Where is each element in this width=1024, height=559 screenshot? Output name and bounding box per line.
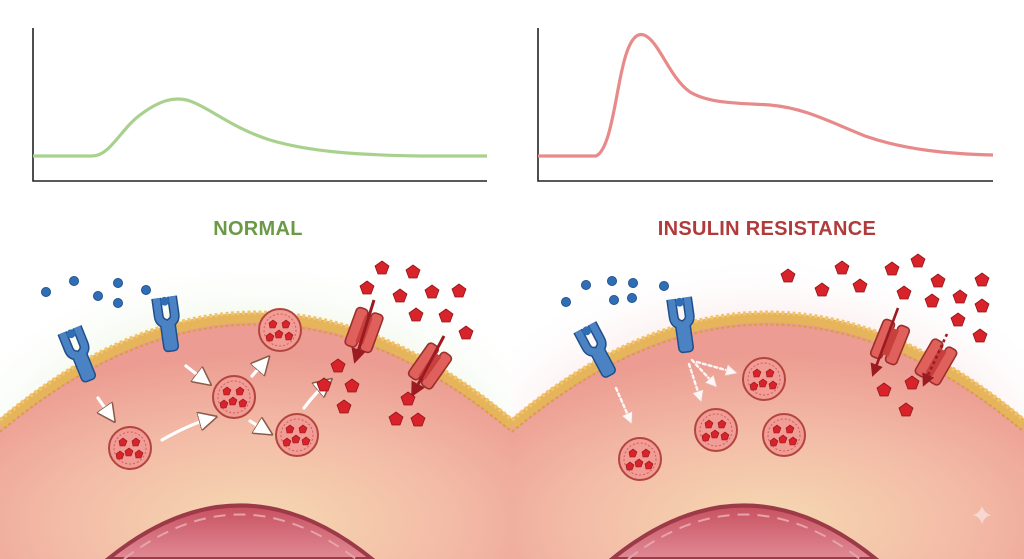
normal-cytoplasm	[0, 317, 512, 559]
transport-arrow	[96, 396, 112, 418]
normal-response-curve	[33, 97, 487, 158]
glut4-vesicle	[618, 437, 662, 481]
insulin-receptor	[156, 296, 179, 348]
insulin-molecule	[93, 290, 103, 302]
insulin-receptor	[671, 297, 694, 349]
insulin-molecule	[609, 294, 619, 306]
insulin-molecule	[113, 277, 123, 289]
glut4-vesicle	[762, 413, 806, 457]
transport-arrow	[870, 307, 900, 377]
insulin-receptor	[62, 327, 96, 380]
transport-arrow	[248, 421, 268, 432]
glut4-vesicle	[694, 408, 738, 452]
transport-arrow	[614, 386, 630, 420]
insulin-resistance-panel-title: INSULIN RESISTANCE	[657, 218, 877, 240]
normal-panel-title: NORMAL	[213, 218, 303, 240]
transport-arrow	[351, 299, 376, 364]
glut4-vesicle	[212, 375, 256, 419]
glut4-vesicle	[108, 426, 152, 470]
transport-arrow	[252, 360, 266, 378]
normal-nucleus	[104, 503, 376, 559]
transport-arrow	[690, 358, 714, 384]
normal-glucose-curve-chart	[32, 28, 487, 182]
sparkle-icon	[973, 506, 991, 524]
insulin-molecule	[41, 286, 51, 298]
transport-arrow	[411, 335, 446, 398]
resistance-response-curve	[538, 32, 994, 158]
resistant-glucose-influx-arrows	[870, 307, 949, 387]
transport-arrow	[922, 333, 949, 387]
normal-insulin-receptors	[62, 296, 179, 380]
resistance-glucose-curve-chart	[537, 28, 994, 182]
right-chart-axes	[537, 28, 993, 182]
insulin-molecule	[628, 277, 638, 289]
resistant-insulin-receptors	[578, 297, 694, 375]
resistant-weak-signal-arrows	[614, 358, 733, 420]
glut4-vesicle	[258, 308, 302, 352]
resistant-membrane-outer	[508, 312, 1024, 429]
normal-cell	[0, 310, 516, 559]
normal-glucose-influx-arrows	[351, 299, 446, 398]
insulin-molecule	[140, 284, 152, 296]
glut4-vesicle	[742, 357, 786, 401]
insulin-receptor	[578, 323, 616, 375]
resistant-membrane-heads	[510, 310, 1024, 422]
insulin-molecule	[561, 296, 571, 308]
transport-arrow	[160, 418, 212, 442]
transport-arrow	[695, 360, 733, 372]
glut4-vesicle	[275, 413, 319, 457]
resistant-membrane-inner	[511, 323, 1024, 433]
left-chart-axes	[32, 28, 487, 182]
insulin-molecule	[69, 275, 79, 287]
resistant-nucleus	[608, 503, 880, 559]
normal-signal-arrows	[96, 360, 328, 442]
insulin-molecule	[659, 280, 669, 292]
normal-membrane-inner	[0, 323, 513, 433]
insulin-molecule	[607, 275, 617, 287]
insulin-molecule	[581, 279, 591, 291]
insulin-molecule	[113, 297, 123, 309]
transport-arrow	[687, 362, 700, 398]
insulin-molecule	[627, 292, 637, 304]
transport-arrow	[184, 364, 207, 382]
